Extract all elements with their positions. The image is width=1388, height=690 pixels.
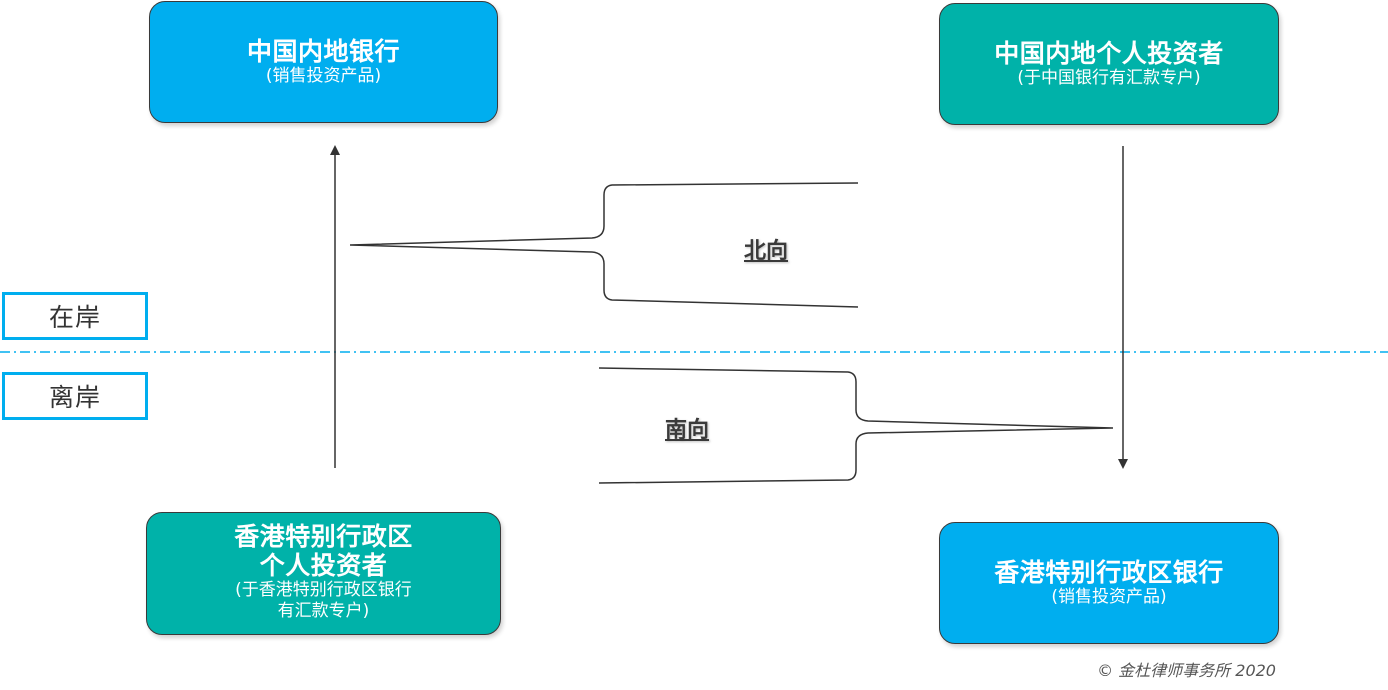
hk-investor-box: 香港特别行政区 个人投资者 (于香港特别行政区银行 有汇款专户) — [146, 512, 501, 635]
hk-investor-subtitle-line1: (于香港特别行政区银行 — [235, 579, 412, 600]
southbound-label: 南向 — [665, 418, 710, 443]
hk-investor-title-line1: 香港特别行政区 — [234, 521, 413, 551]
hk-bank-subtitle: (销售投资产品) — [1051, 587, 1167, 607]
mainland-bank-subtitle: (销售投资产品) — [265, 66, 382, 86]
mainland-investor-subtitle: (于中国银行有汇款专户) — [1017, 68, 1201, 88]
mainland-investor-title: 中国内地个人投资者 — [994, 39, 1224, 68]
northbound-label: 北向 — [744, 239, 789, 264]
onshore-label: 在岸 — [2, 292, 148, 340]
northbound-brace — [349, 182, 859, 308]
southbound-brace — [598, 367, 1114, 484]
hk-investor-title-line2: 个人投资者 — [259, 550, 388, 580]
offshore-label: 离岸 — [2, 372, 148, 420]
copyright-notice: © 金杜律师事务所 2020 — [1097, 661, 1276, 680]
mainland-bank-title: 中国内地银行 — [246, 37, 400, 66]
hk-investor-subtitle-line2: 有汇款专户) — [277, 600, 370, 621]
hk-bank-title: 香港特别行政区银行 — [994, 558, 1224, 587]
mainland-bank-box: 中国内地银行 (销售投资产品) — [149, 1, 498, 123]
hk-bank-box: 香港特别行政区银行 (销售投资产品) — [939, 522, 1279, 644]
mainland-investor-box: 中国内地个人投资者 (于中国银行有汇款专户) — [939, 3, 1279, 125]
